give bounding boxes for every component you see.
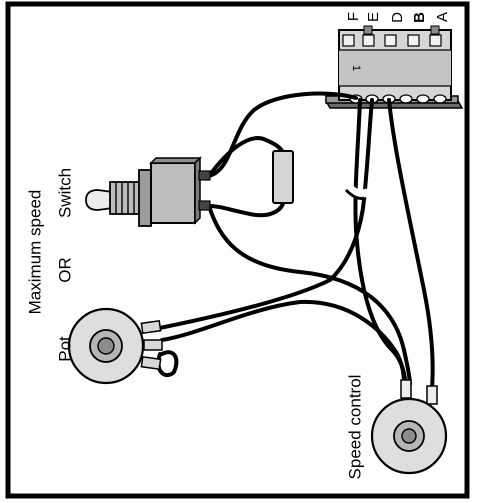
connector-pin-label-b: B bbox=[411, 12, 428, 23]
wires bbox=[148, 91, 435, 390]
connector-slot-e bbox=[362, 34, 375, 47]
connector-pin-label-a: A bbox=[434, 12, 451, 22]
wire-switch-to-connector-a bbox=[207, 91, 358, 178]
connector-pin1-mark: 1 bbox=[350, 65, 362, 71]
connector-slot-d bbox=[384, 34, 397, 47]
resistor bbox=[272, 150, 294, 204]
label-pot: Pot bbox=[55, 336, 74, 362]
wire-switch-to-speed-control bbox=[207, 204, 412, 386]
connector-pin-label-e: E bbox=[365, 12, 382, 22]
switch-bushing bbox=[109, 181, 141, 215]
label-maximum-speed: Maximum speed bbox=[25, 190, 44, 315]
switch-terminal-1 bbox=[198, 170, 211, 181]
connector-latch-right bbox=[430, 25, 440, 35]
potentiometer bbox=[67, 307, 163, 385]
switch-body bbox=[150, 162, 196, 224]
switch-flange bbox=[138, 169, 152, 227]
wire-crossover bbox=[344, 182, 370, 200]
connector-pin-label-f: F bbox=[345, 12, 362, 21]
label-switch: Switch bbox=[55, 168, 74, 218]
wire-connector-to-speed-right bbox=[387, 98, 435, 390]
label-or: OR bbox=[55, 257, 74, 283]
connector-body-shade bbox=[339, 50, 451, 86]
connector-slot-f bbox=[342, 34, 355, 47]
speed-control bbox=[370, 379, 448, 475]
connector-pin-label-d: D bbox=[389, 12, 406, 23]
toggle-switch bbox=[85, 156, 211, 227]
connector-slot-b bbox=[407, 34, 420, 47]
wire-resistor-to-switch bbox=[207, 198, 286, 218]
connector: F E D B A 1 bbox=[324, 12, 464, 109]
wire-pot-to-connector bbox=[148, 98, 374, 332]
switch-terminal-2 bbox=[198, 200, 211, 211]
wire-pot-to-speed-left bbox=[160, 299, 406, 386]
connector-latch-left bbox=[363, 25, 373, 35]
label-speed-control: Speed control bbox=[345, 375, 364, 480]
connector-slot-a bbox=[429, 34, 442, 47]
